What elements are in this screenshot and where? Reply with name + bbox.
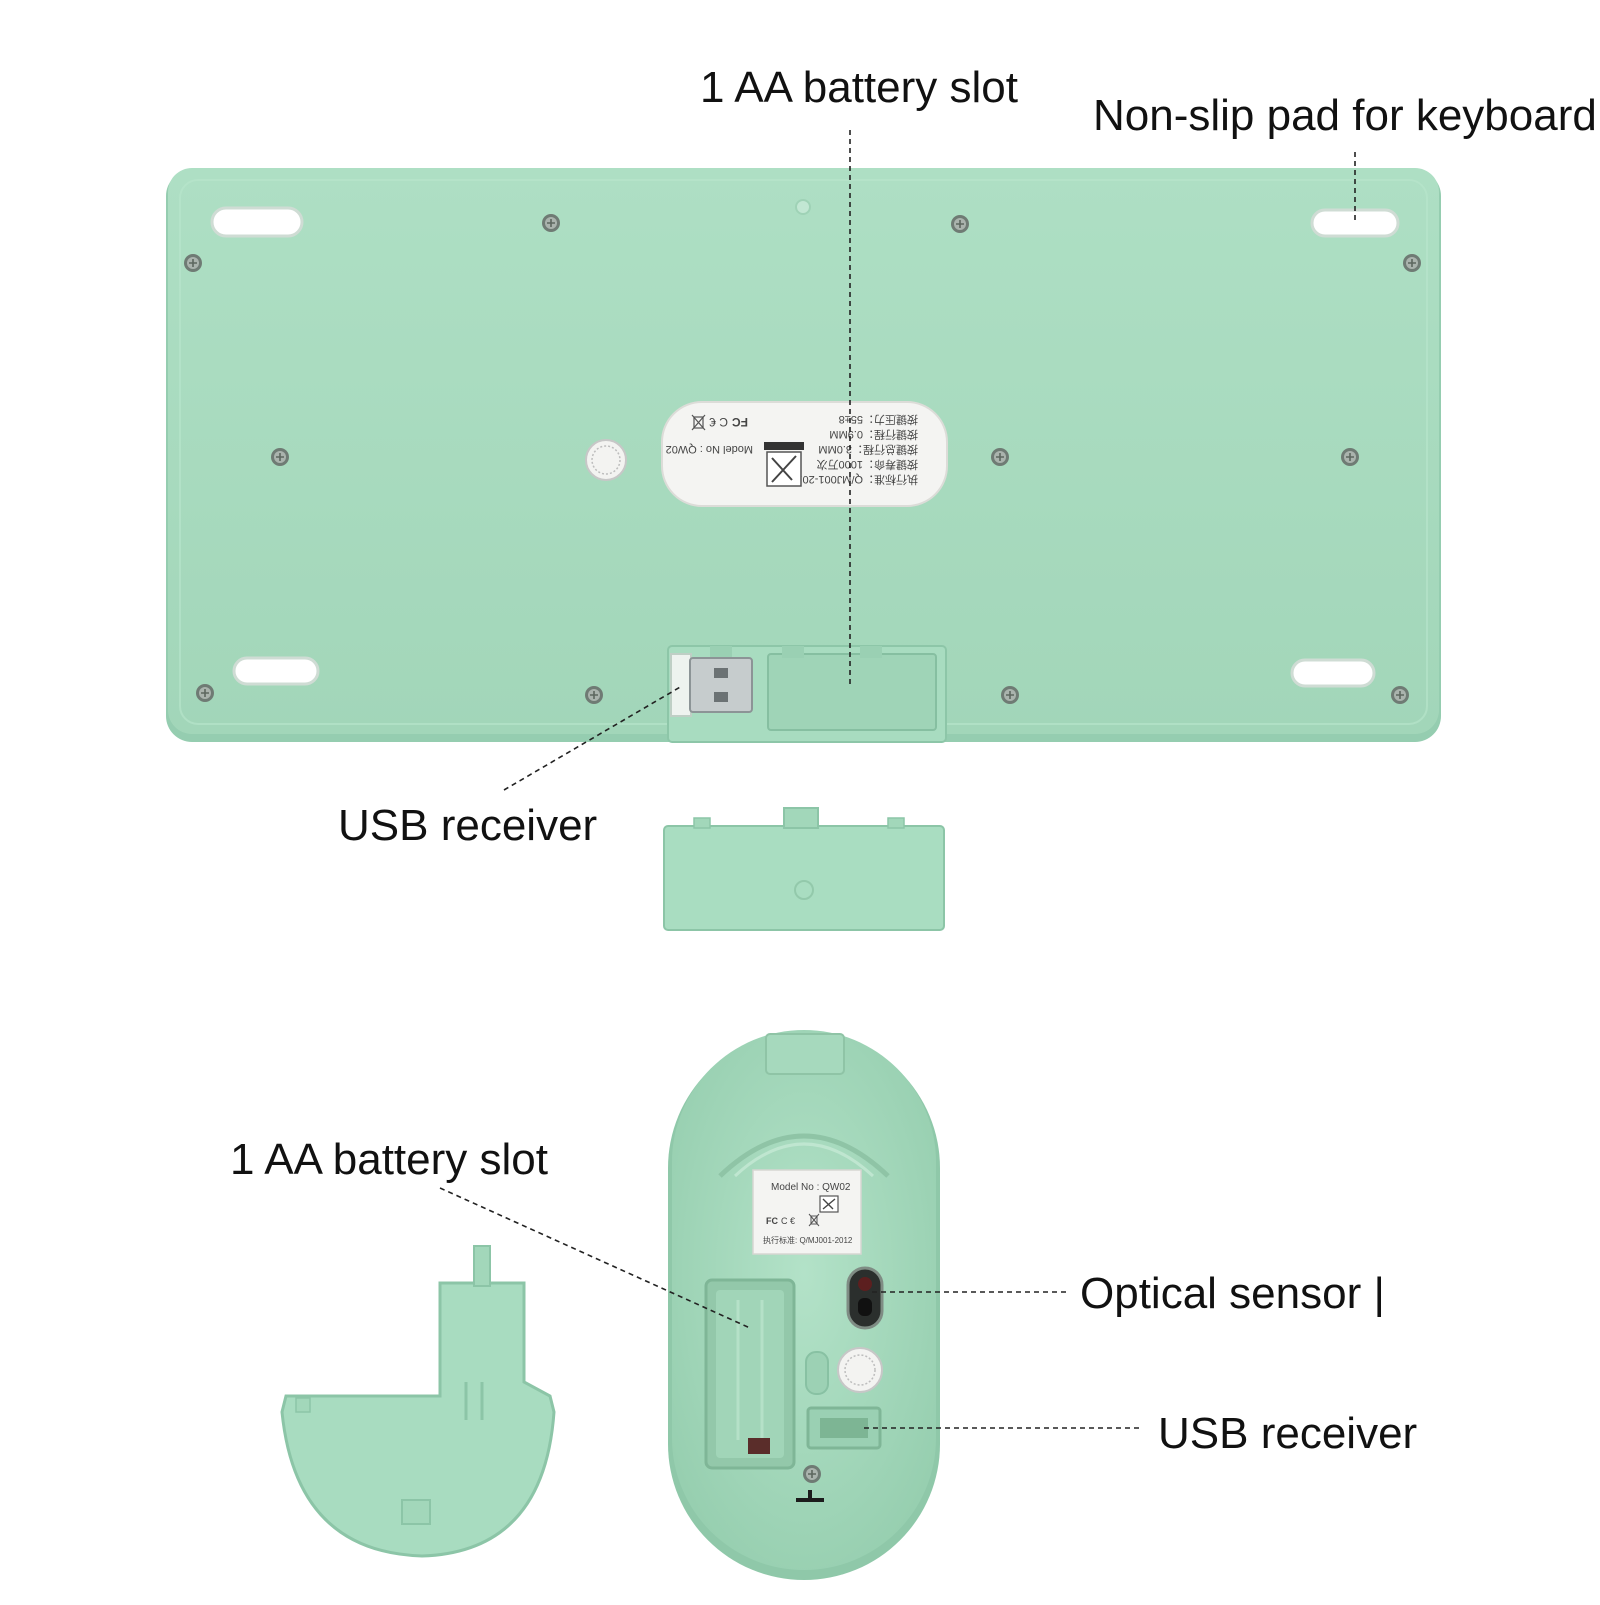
- mouse-usb-receiver-label: USB receiver: [1158, 1409, 1418, 1458]
- keyboard-model-text: Model No : QW02: [666, 443, 753, 455]
- mouse-usb-receiver: [806, 1406, 882, 1450]
- callout-lines: [439, 130, 1356, 1429]
- svg-text:按键行程：0.9MM: 按键行程：0.9MM: [829, 428, 918, 442]
- ms-battery-leader: [439, 1187, 751, 1329]
- keyboard-usb-receiver: [670, 653, 753, 717]
- svg-text:按键总行程：3.0MM: 按键总行程：3.0MM: [818, 443, 918, 457]
- ce-icon: C €: [781, 1216, 795, 1226]
- svg-text:C €: C €: [781, 1216, 795, 1226]
- crossed-bin-icon: [808, 1213, 820, 1227]
- mouse-battery-compartment: [704, 1278, 796, 1470]
- mouse-battery-slot-label: 1 AA battery slot: [230, 1135, 548, 1184]
- svg-text:FC: FC: [766, 1216, 778, 1226]
- svg-text:FC: FC: [732, 415, 748, 429]
- keyboard-standard-text: 执行标准：Q/MJ001-2012: [790, 473, 918, 487]
- svg-text:按键寿命：1000万次: 按键寿命：1000万次: [817, 458, 918, 472]
- crossed-bin-icon: [691, 414, 706, 431]
- non-slip-pad-bottom-right: [1290, 658, 1376, 688]
- svg-text:按键压力：55±8: 按键压力：55±8: [839, 413, 918, 427]
- keyboard-battery-slot-label: 1 AA battery slot: [700, 63, 1018, 112]
- non-slip-pad-top-right: [1310, 208, 1400, 238]
- non-slip-pad-top-left: [210, 206, 304, 238]
- qc-pass-sticker: [837, 1347, 883, 1393]
- qc-pass-sticker: [585, 439, 627, 481]
- non-slip-pad-bottom-left: [232, 656, 320, 686]
- mouse-battery-cover: [280, 1245, 556, 1558]
- keyboard-spec-label: 执行标准：Q/MJ001-2012 按键寿命：1000万次 按键总行程：3.0M…: [661, 401, 948, 507]
- fcc-icon: FC: [732, 415, 748, 429]
- keyboard-non-slip-pad-label: Non-slip pad for keyboard: [1093, 91, 1597, 140]
- keyboard-battery-cover: [663, 807, 945, 931]
- svg-text:C €: C €: [709, 415, 728, 429]
- ce-icon: C €: [709, 415, 728, 429]
- mouse-spec-label: Model No : QW02 FC C € 执行标准: Q/MJ001-201…: [752, 1169, 862, 1255]
- screw-icon: [802, 1464, 822, 1484]
- mouse-optical-sensor-label: Optical sensor |: [1080, 1269, 1385, 1318]
- mouse-optical-sensor: [846, 1266, 884, 1330]
- mouse-model-text: Model No : QW02: [771, 1182, 851, 1193]
- mouse-standard-text: 执行标准: Q/MJ001-2012: [763, 1235, 853, 1245]
- keyboard-usb-receiver-label: USB receiver: [338, 801, 598, 850]
- fcc-icon: FC: [766, 1216, 778, 1226]
- kb-usb-leader: [503, 685, 683, 791]
